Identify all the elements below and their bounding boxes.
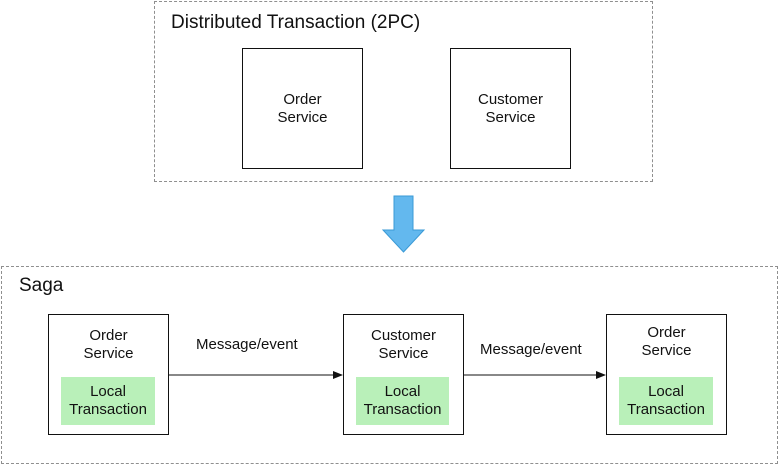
saga-order-service-label-2: Order Service <box>641 324 692 359</box>
distributed-transaction-title: Distributed Transaction (2PC) <box>171 12 421 33</box>
message-event-label-1: Message/event <box>196 336 298 353</box>
order-service-label-2pc: Order Service <box>277 91 328 126</box>
local-transaction-1: Local Transaction <box>61 377 155 425</box>
distributed-transaction-group: Distributed Transaction (2PC) <box>154 1 653 182</box>
message-event-label-2: Message/event <box>480 341 582 358</box>
local-transaction-2: Local Transaction <box>356 377 449 425</box>
customer-service-label-2pc: Customer Service <box>477 91 544 126</box>
saga-customer-service-box: Customer Service Local Transaction <box>343 314 464 435</box>
customer-service-box-2pc: Customer Service <box>450 48 571 169</box>
local-transaction-3: Local Transaction <box>619 377 713 425</box>
transform-down-arrow <box>381 195 426 253</box>
saga-customer-service-label: Customer Service <box>370 327 437 362</box>
saga-order-service-box-1: Order Service Local Transaction <box>48 314 169 435</box>
saga-group: Saga <box>1 266 778 464</box>
saga-order-service-box-2: Order Service Local Transaction <box>606 314 727 435</box>
saga-title: Saga <box>19 275 64 296</box>
order-service-box-2pc: Order Service <box>242 48 363 169</box>
saga-order-service-label-1: Order Service <box>83 327 134 362</box>
